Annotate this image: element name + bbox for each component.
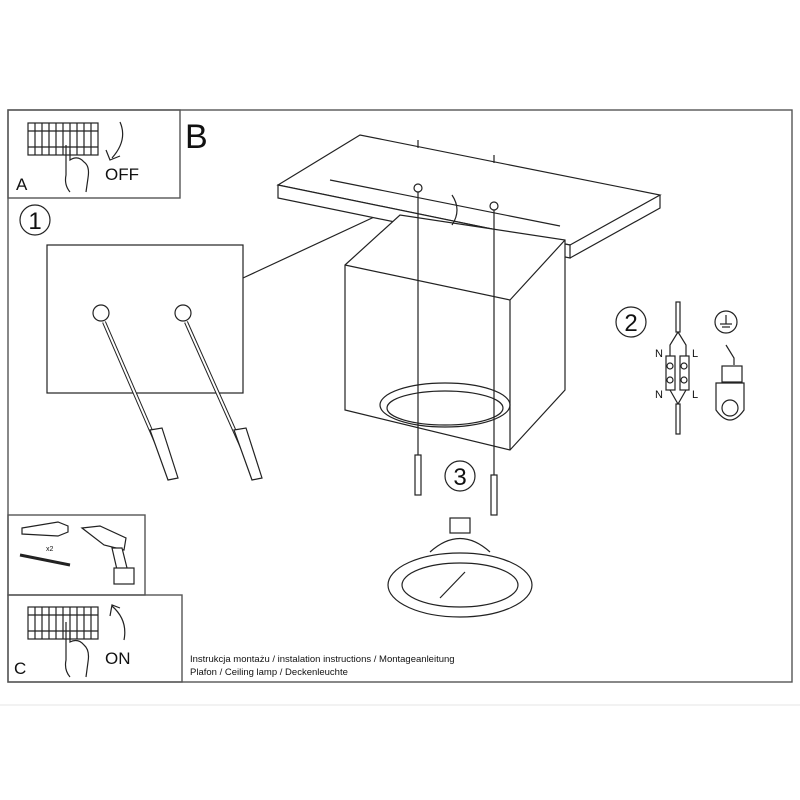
step-2-circle [615, 306, 647, 338]
lamp-body [344, 194, 566, 451]
panel-a: A OFF [7, 109, 181, 199]
neutral-bottom-label: N [655, 389, 663, 401]
on-label: ON [105, 649, 131, 668]
arrow-down-icon [105, 121, 124, 161]
step-2-number: 2 [624, 310, 637, 337]
step-1-number: 1 [28, 208, 41, 235]
step-3-circle [444, 460, 476, 492]
breaker-box-icon [27, 122, 99, 156]
live-bottom-label: L [692, 389, 698, 401]
ground-terminal-icon [714, 310, 745, 421]
outer-frame [7, 109, 793, 683]
arrow-up-icon [109, 604, 126, 641]
wall-plug-icon [21, 521, 69, 537]
screws [414, 192, 498, 516]
step-3-number: 3 [453, 464, 466, 491]
kit-panel: x2 [7, 514, 146, 596]
wall-plug-screw-icon [102, 321, 179, 481]
panel-c: C ON [7, 594, 183, 683]
light-bulb-icon [387, 517, 533, 618]
terminal-block-icon [665, 301, 690, 435]
hand-icon [64, 622, 90, 678]
wall-plug-screw-icon [184, 321, 263, 481]
step-1-circle [19, 204, 51, 236]
panel-b-label: B [185, 118, 208, 156]
drill-hole-icon [92, 304, 110, 322]
panel-a-label: A [16, 175, 28, 194]
drill-icon [80, 525, 135, 585]
drill-hole-icon [174, 304, 192, 322]
live-top-label: L [692, 348, 698, 360]
screw-icon [19, 553, 71, 567]
hand-icon [64, 145, 90, 193]
panel-c-label: C [14, 659, 26, 678]
off-label: OFF [105, 165, 139, 184]
neutral-top-label: N [655, 348, 663, 360]
breaker-box-icon [27, 606, 99, 640]
caption-subtitle: Plafon / Ceiling lamp / Deckenleuchte [190, 667, 348, 678]
caption-title: Instrukcja montażu / instalation instruc… [190, 654, 455, 665]
quantity-label: x2 [46, 546, 54, 553]
